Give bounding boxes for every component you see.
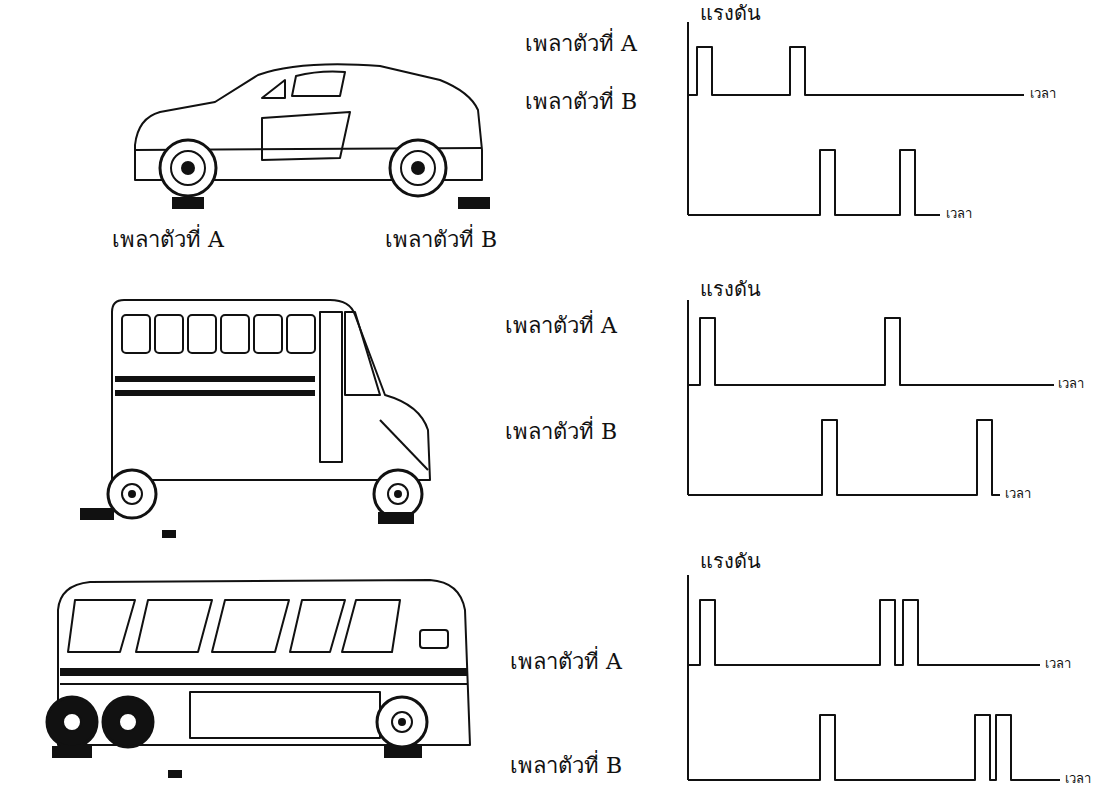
time-axis-label: เวลา [1058,376,1084,393]
axis-title: แรงดัน [700,276,761,302]
time-axis-label: เวลา [1045,656,1071,673]
minibus-drawing [80,300,430,538]
axle-label: เพลาตัวที่ B [385,226,497,255]
axle-label: เพลาตัวที่ B [510,752,622,781]
coach-drawing [47,580,470,778]
axis-title: แรงดัน [700,548,761,574]
axle-label: เพลาตัวที่ A [505,312,617,341]
axle-label: เพลาตัวที่ A [525,30,637,59]
axle-label: เพลาตัวที่ A [112,226,224,255]
time-axis-label: เวลา [1065,771,1091,788]
signal-plot [688,300,1054,495]
time-axis-label: เวลา [1005,486,1031,503]
car-drawing [135,64,490,209]
axis-title: แรงดัน [700,0,761,26]
time-axis-label: เวลา [946,206,972,223]
signal-plot [688,575,1060,780]
axle-label: เพลาตัวที่ A [510,648,622,677]
axle-label: เพลาตัวที่ B [505,418,617,447]
time-axis-label: เวลา [1030,86,1056,103]
axle-label: เพลาตัวที่ B [525,88,637,117]
signal-plot [688,22,1024,215]
